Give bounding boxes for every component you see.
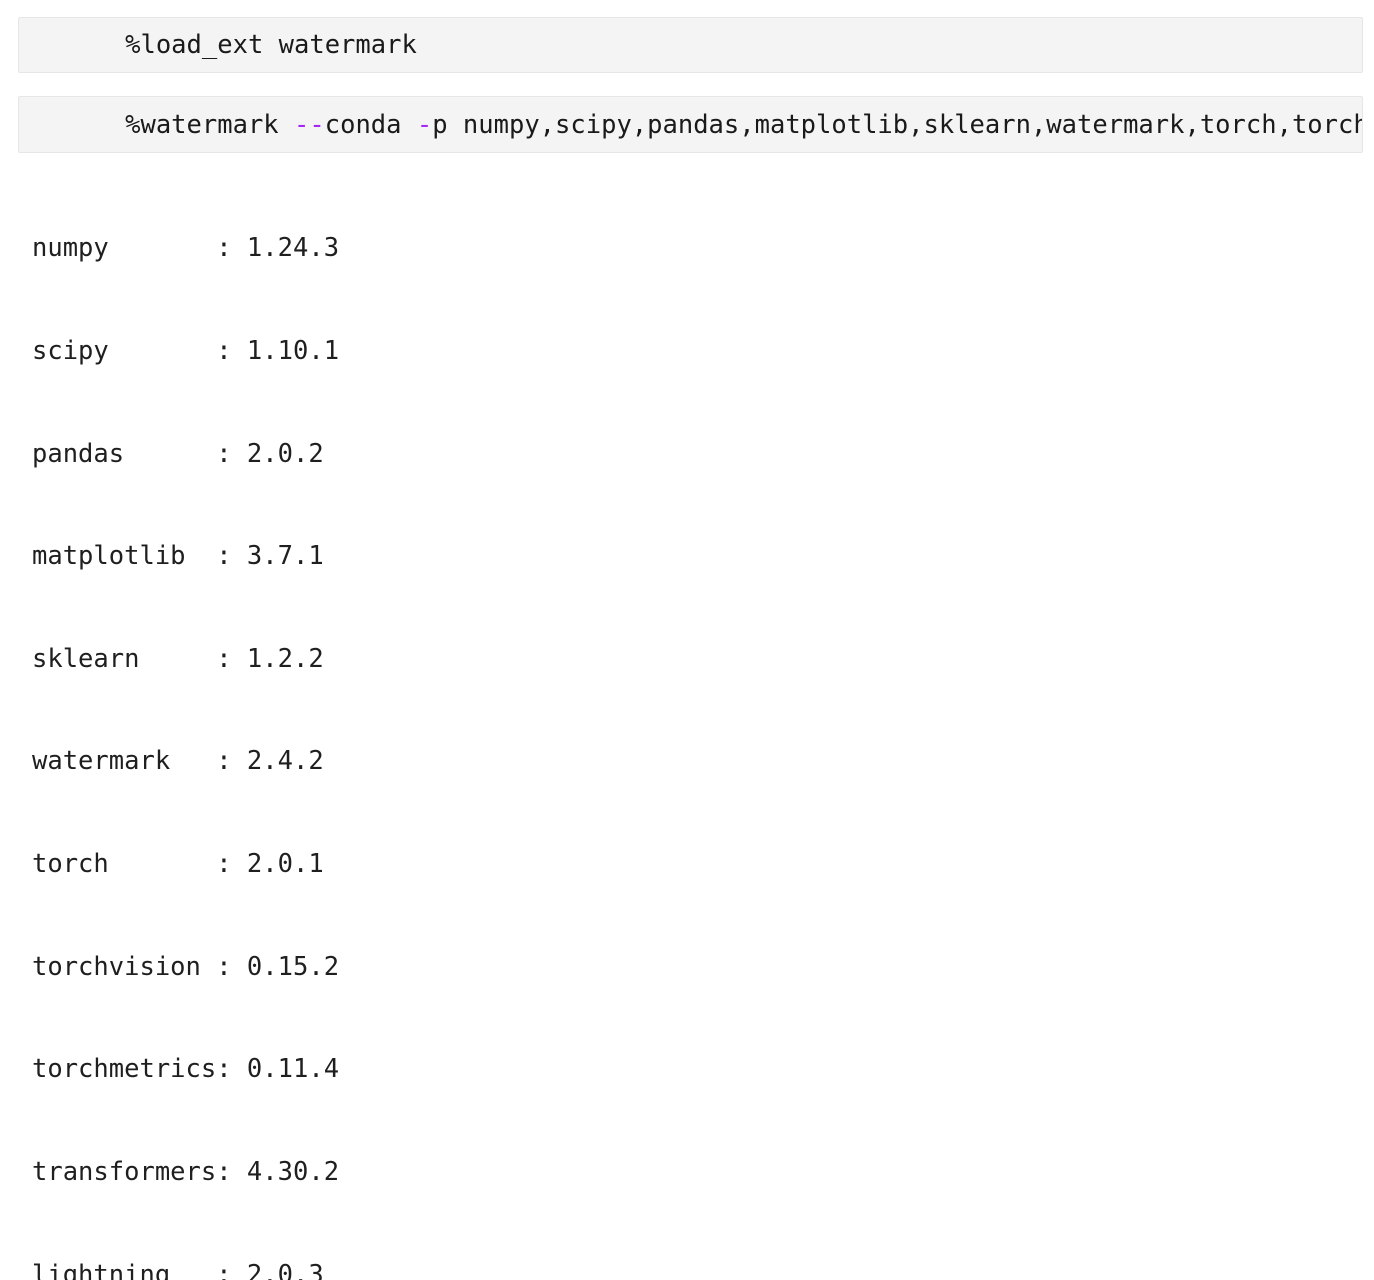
- output-line: matplotlib : 3.7.1: [32, 539, 1352, 573]
- jupyter-notebook: %load_ext watermark %watermark --conda -…: [0, 0, 1374, 640]
- output-line: pandas : 2.0.2: [32, 437, 1352, 471]
- code-token-conda-flag-name: conda: [325, 110, 417, 140]
- code-token-text: %load_ext watermark: [125, 30, 417, 60]
- output-line: transformers: 4.30.2: [32, 1155, 1352, 1189]
- code-token-conda-flag-dashes: --: [294, 110, 325, 140]
- output-line: torch : 2.0.1: [32, 847, 1352, 881]
- output-line: lightning : 2.0.3: [32, 1258, 1352, 1280]
- output-line: torchvision : 0.15.2: [32, 950, 1352, 984]
- code-cell-watermark-source[interactable]: %watermark --conda -p numpy,scipy,pandas…: [33, 96, 1363, 153]
- code-cell-load-ext[interactable]: %load_ext watermark: [18, 17, 1363, 73]
- code-token-packages-list: p numpy,scipy,pandas,matplotlib,sklearn,…: [432, 110, 1363, 140]
- output-line: numpy : 1.24.3: [32, 231, 1352, 265]
- output-line: scipy : 1.10.1: [32, 334, 1352, 368]
- code-token-magic-name: %watermark: [125, 110, 294, 140]
- code-token-packages-flag-dash: -: [417, 110, 432, 140]
- cell-output-watermark: numpy : 1.24.3 scipy : 1.10.1 pandas : 2…: [32, 163, 1352, 1280]
- output-line: sklearn : 1.2.2: [32, 642, 1352, 676]
- code-cell-watermark[interactable]: %watermark --conda -p numpy,scipy,pandas…: [18, 96, 1363, 153]
- output-line: torchmetrics: 0.11.4: [32, 1052, 1352, 1086]
- output-line: watermark : 2.4.2: [32, 744, 1352, 778]
- code-cell-load-ext-source[interactable]: %load_ext watermark: [33, 17, 417, 73]
